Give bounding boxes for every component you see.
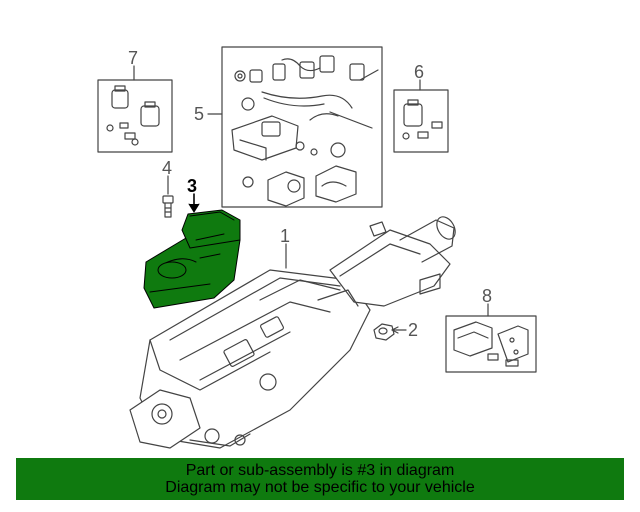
callout-1: 1 (280, 226, 290, 246)
callout-2: 2 (408, 320, 418, 340)
info-banner: Part or sub-assembly is #3 in diagram Di… (16, 458, 624, 500)
callout-3: 3 (187, 176, 197, 196)
part-4-bolt[interactable] (162, 175, 174, 218)
callout-4: 4 (162, 158, 172, 178)
part-8-kit-box[interactable] (445, 303, 537, 373)
callout-7: 7 (128, 48, 138, 68)
part-1-steering-column[interactable] (129, 214, 459, 449)
banner-line-1: Part or sub-assembly is #3 in diagram (185, 462, 455, 479)
callout-6: 6 (414, 62, 424, 82)
part-7-kit-box[interactable] (97, 65, 173, 153)
part-3-highlighted-module[interactable] (143, 193, 241, 309)
banner-line-2: Diagram may not be specific to your vehi… (165, 479, 475, 496)
callout-8: 8 (482, 286, 492, 306)
callout-5: 5 (194, 104, 204, 124)
part-2-nut[interactable] (373, 323, 407, 341)
part-6-kit-box[interactable] (393, 79, 449, 153)
part-5-kit-box[interactable] (207, 46, 383, 208)
